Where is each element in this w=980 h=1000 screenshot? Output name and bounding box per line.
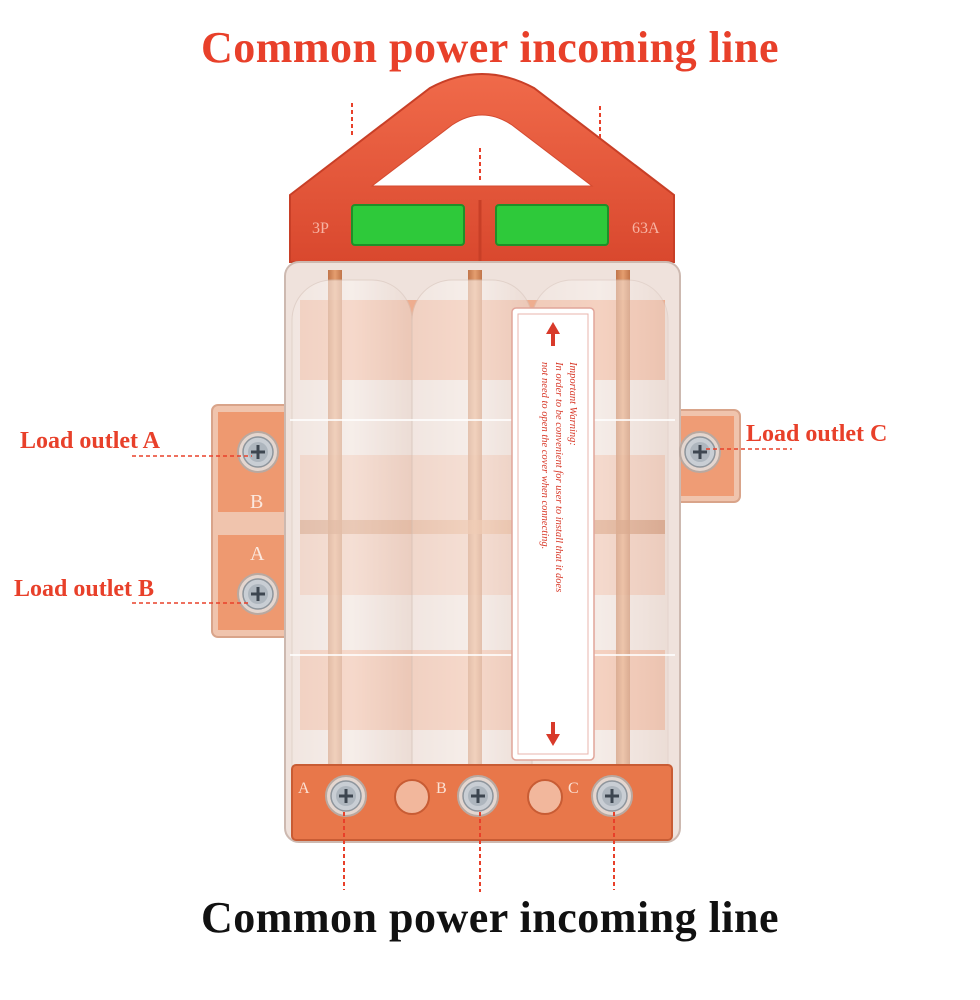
bottom-phase-a: A [298, 780, 310, 797]
rating-63a: 63A [632, 220, 660, 237]
load-outlet-c-label: Load outlet C [746, 421, 888, 447]
indicator-left [351, 204, 465, 246]
warning-line-2: In order to be convenient for user to in… [553, 361, 564, 592]
arrow-icon-up [546, 322, 560, 346]
load-outlet-b-label: Load outlet B [14, 576, 155, 602]
phase-b-label: B [250, 491, 263, 513]
load-outlet-a-label: Load outlet A [20, 428, 161, 454]
arrow-icon-down [546, 722, 560, 746]
phillips-screw-icon-bottom-b [456, 774, 500, 818]
bottom-title: Common power incoming line [200, 893, 780, 942]
phase-a-label: A [250, 543, 265, 565]
indicator-right [495, 204, 609, 246]
warning-label: Important Warning: In order to be conven… [511, 307, 595, 761]
phillips-screw-icon-load-a [236, 430, 280, 474]
bottom-phase-b: B [436, 780, 447, 797]
phillips-screw-icon-load-c [678, 430, 722, 474]
warning-line-1: Important Warning: [567, 361, 578, 446]
phillips-screw-icon-bottom-a [324, 774, 368, 818]
bottom-phase-c: C [568, 780, 579, 797]
phillips-screw-icon-load-b [236, 572, 280, 616]
transparent-housing [284, 261, 681, 843]
top-title: Common power incoming line [200, 23, 780, 72]
red-handle[interactable]: 3P 63A [289, 73, 675, 263]
phillips-screw-icon-bottom-c [590, 774, 634, 818]
leader-lines [132, 103, 792, 892]
rating-3p: 3P [312, 220, 329, 237]
warning-line-3: not need to open the cover when connecti… [539, 362, 550, 549]
